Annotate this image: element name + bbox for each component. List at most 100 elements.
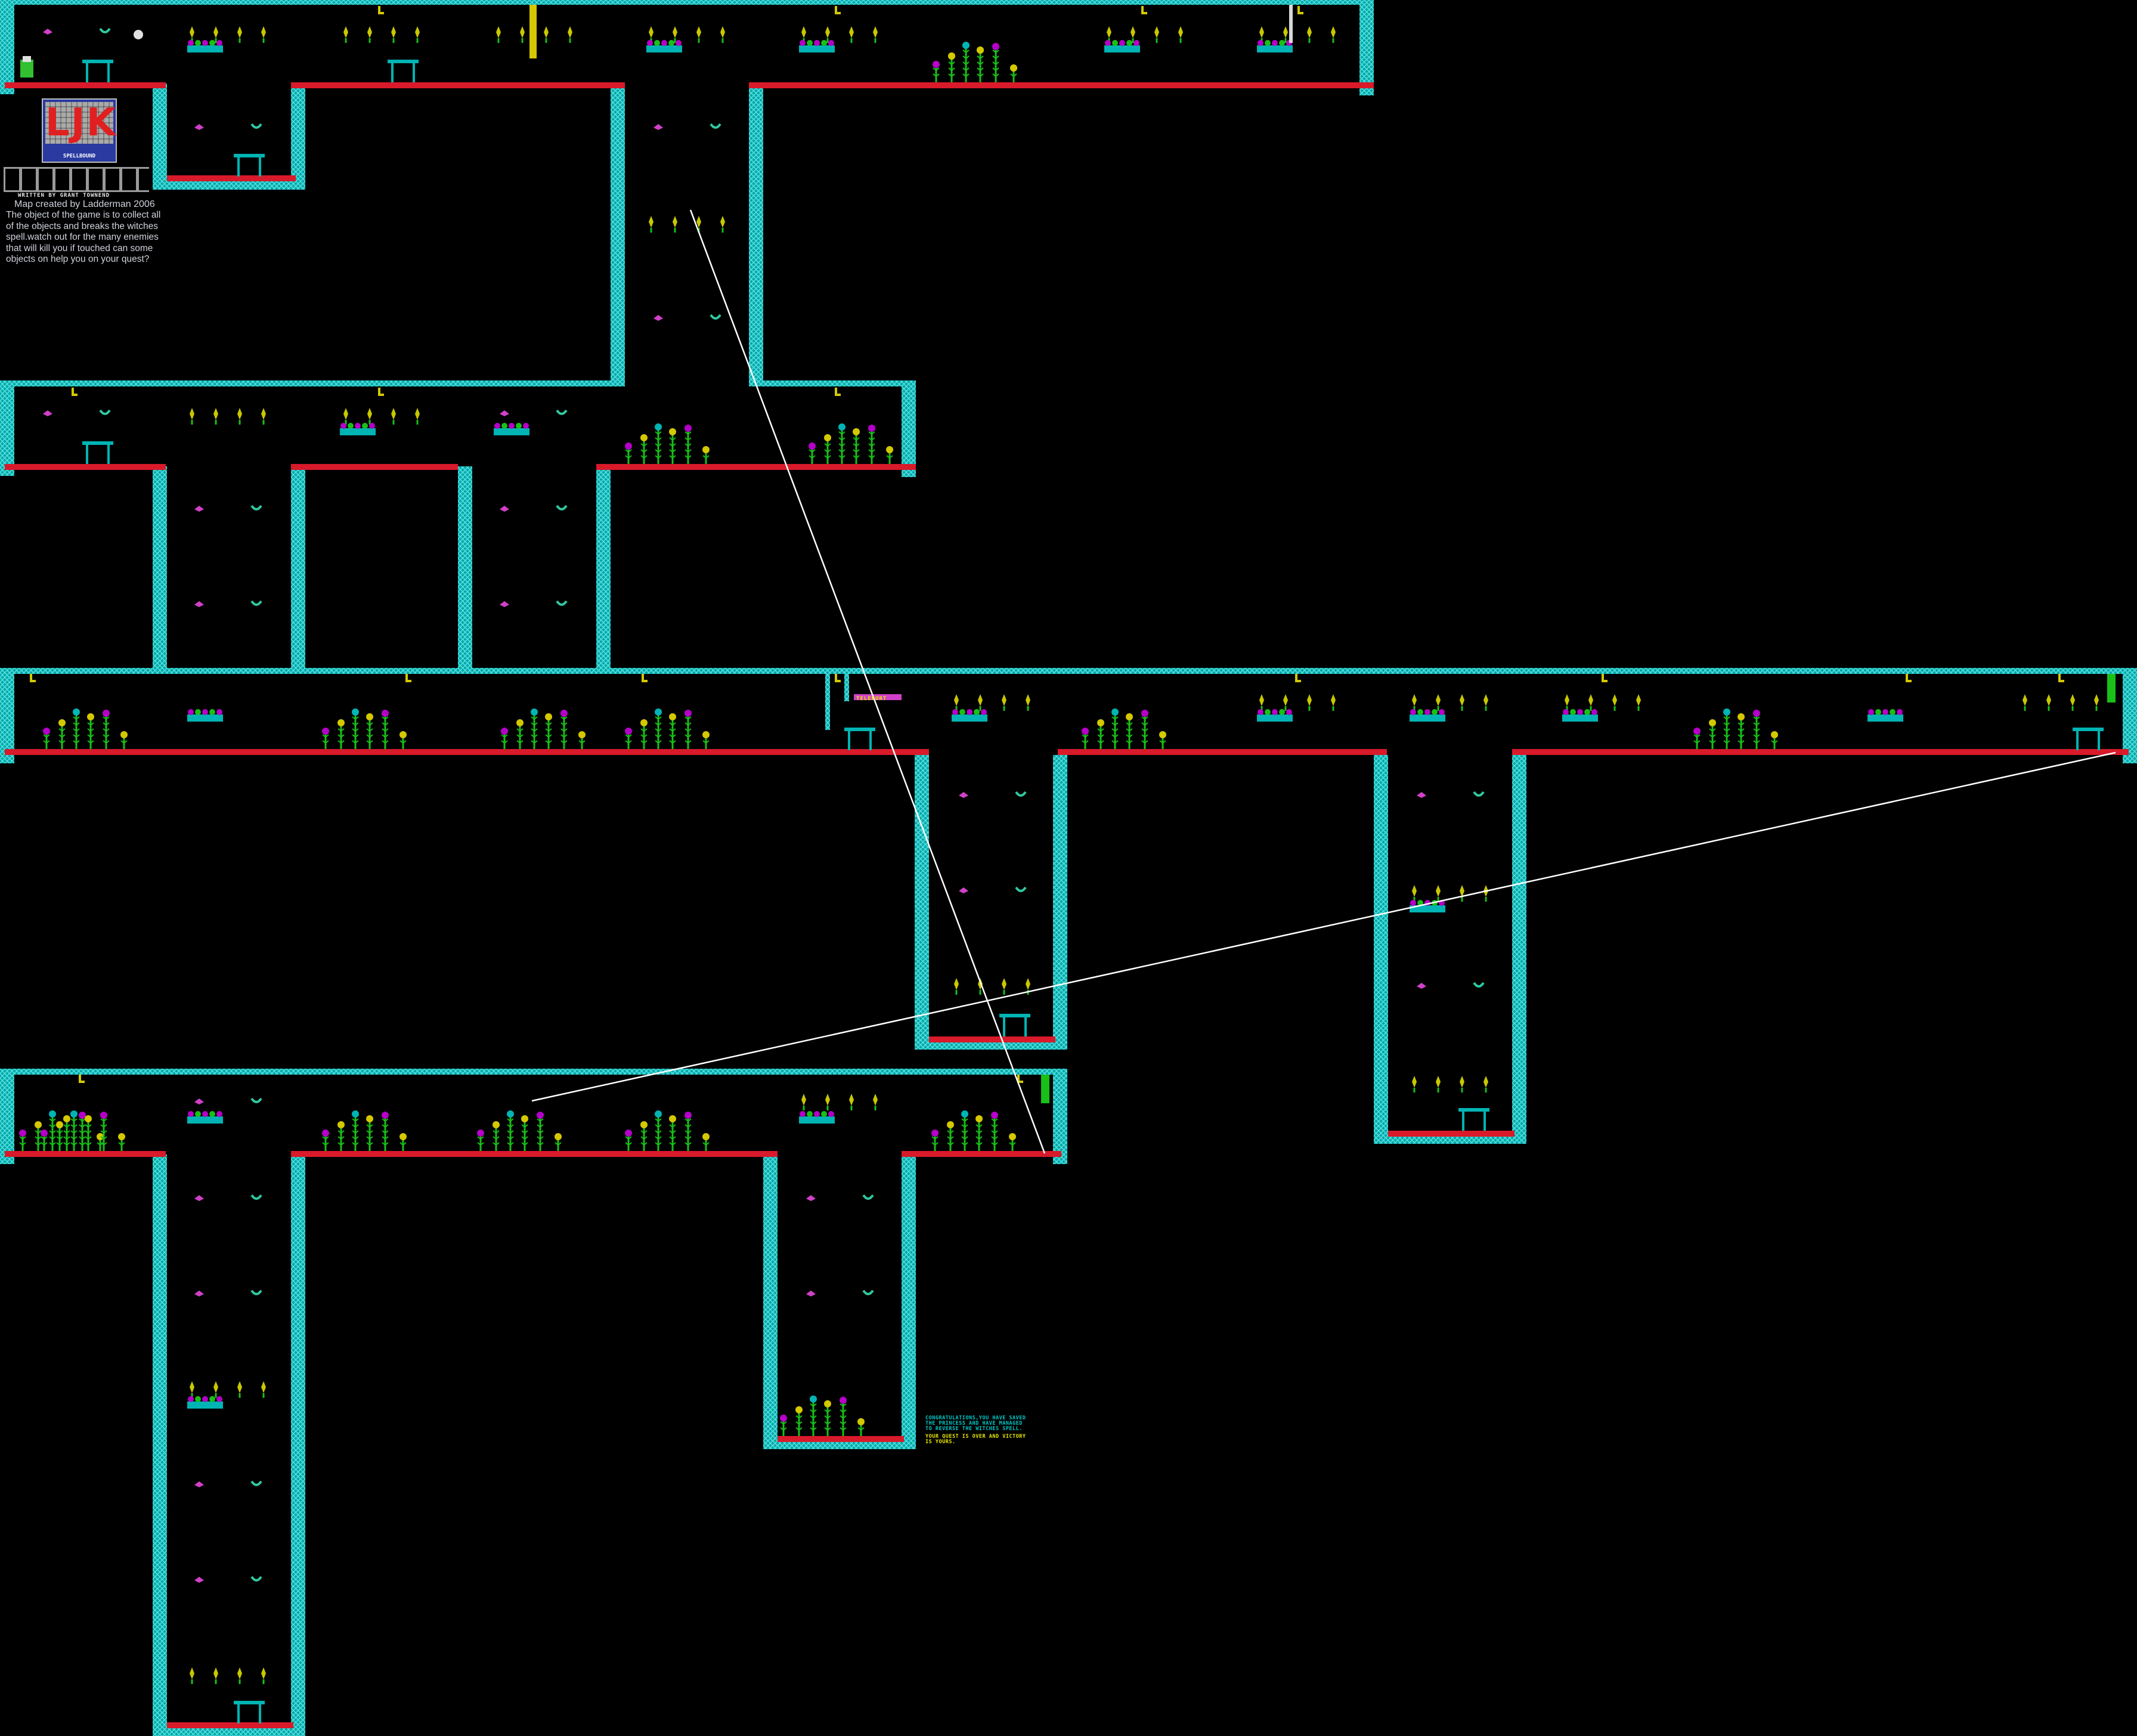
key-bit [1906,680,1912,682]
flower-leaf [352,722,359,726]
flower-leaf [382,734,389,738]
flower-leaf [322,1142,329,1146]
flower-leaf [79,1124,86,1128]
congratulations-message: CONGRATULATIONS,YOU HAVE SAVED THE PRINC… [925,1415,1026,1432]
flower-head [824,1400,831,1407]
flower-leaf [501,734,508,738]
flower-leaf [103,716,110,720]
wall-segment [291,466,305,671]
flower-leaf [79,1130,86,1134]
enemy-icon [1417,982,1485,989]
key-icon [1602,674,1608,682]
pot-bloom [814,40,820,46]
enemy-bird [43,29,52,35]
flower-icon [824,1400,831,1436]
candle-flame [1436,885,1441,897]
table-icon [2073,728,2104,750]
key-icon [405,674,411,682]
candle-icon [391,408,396,425]
flower-leaf [992,61,999,65]
candle-icon [1283,26,1288,43]
candle-icon [2094,694,2099,711]
flower-leaf [655,1142,662,1146]
pot [1410,905,1445,912]
wall-segment [902,1155,916,1449]
flower-leaf [838,449,845,453]
pot-plant-icon [494,423,529,435]
flower-icon [399,1133,407,1151]
table-leg [1003,1017,1005,1036]
pot-bloom [1882,709,1888,715]
flower-leaf [702,455,710,459]
flower-icon [1082,728,1089,749]
enemy-bowl [99,27,111,33]
candle-flame [673,216,677,228]
flower-leaf [63,1142,70,1146]
table-leg [2098,731,2100,750]
flower-head [1693,728,1701,735]
enemy-bowl [250,1289,262,1295]
pot-bloom [800,40,806,46]
flower-leaf [521,1142,528,1146]
flower-leaf [992,49,999,53]
candle-icon [190,1667,194,1684]
candle-flame [1483,694,1488,706]
candle-flame [237,1667,242,1679]
flower-icon [933,61,940,82]
enemy-icon [500,409,568,416]
flower-leaf [49,1142,56,1146]
pot-bloom [195,1396,201,1402]
flower-icon [809,442,816,464]
flower-leaf [853,443,860,447]
enemy-icon [500,600,568,607]
key-shaft [1141,6,1144,14]
wall-segment [0,668,14,763]
wall-segment [825,673,830,730]
flower-leaf [655,437,662,441]
flower-head [521,1115,528,1122]
flower-leaf [1082,734,1089,738]
flower-icon [947,1121,954,1151]
enemy-bowl [710,314,721,320]
enemy-bird [194,601,204,607]
flower-leaf [655,1124,662,1128]
flower-head [555,1133,562,1140]
enemy-sprite-strip [4,167,149,192]
enemy-bird [500,506,509,512]
flower-head [493,1121,500,1128]
victory-message: YOUR QUEST IS OVER AND VICTORY IS YOURS. [925,1434,1026,1445]
pot-bloom [1112,40,1118,46]
key-icon [835,388,841,396]
wall-segment [153,466,167,671]
flower-head [857,1418,865,1425]
enemy-bird [194,1577,204,1583]
flower-leaf [824,443,831,447]
flower-leaf [868,437,875,441]
flower-head [58,719,66,726]
pot-plant-icon [646,40,682,52]
flower-icon [555,1133,562,1151]
pot-plant-icon [1410,709,1445,722]
flower-icon [685,1112,692,1151]
key-shaft [1297,6,1300,14]
pot-bloom [1265,40,1271,46]
candle-icon [261,1667,266,1684]
pot-bloom [501,423,507,429]
key-icon [2058,674,2064,682]
flower-leaf [516,734,524,738]
flower-leaf [961,1124,968,1128]
flower-head [1771,731,1778,738]
flower-leaf [366,1136,373,1140]
enemy-bowl [250,505,262,510]
flower-leaf [58,740,66,744]
map-credit: Map created by Ladderman 2006 [14,199,155,209]
flower-leaf [545,728,552,732]
pot-bloom [1432,709,1438,715]
flower-leaf [521,1130,528,1134]
flower-leaf [100,1130,107,1134]
candle-icon [2070,694,2075,711]
flower-leaf [87,734,94,738]
flower-head [1111,708,1119,716]
flower-leaf [1159,740,1166,744]
flower-leaf [1097,734,1104,738]
